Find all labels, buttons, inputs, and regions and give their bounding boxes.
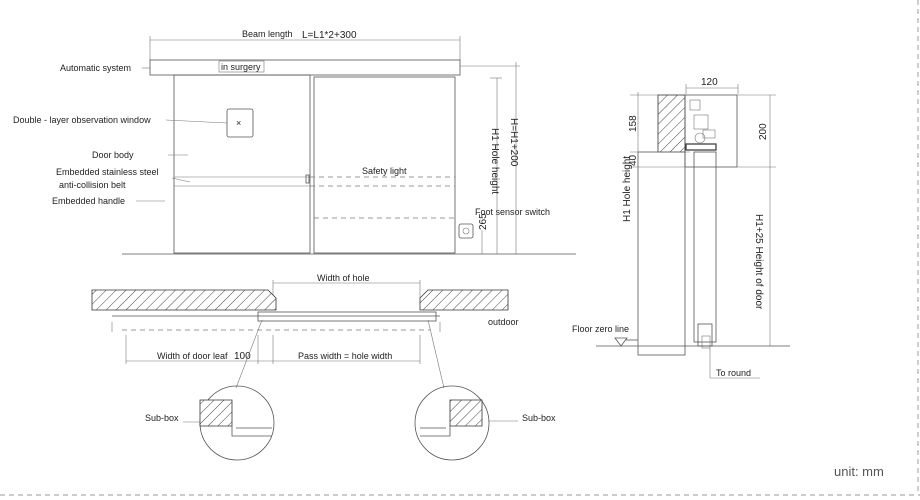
left-wall-section <box>91 289 277 311</box>
embedded-handle-label: Embedded handle <box>52 196 125 206</box>
sub-box-left-label: Sub-box <box>145 413 179 423</box>
side-section: 120 Floor zero line 158 40 H1 Hole heigh… <box>572 77 790 379</box>
dim-100-label: 100 <box>234 351 251 362</box>
automatic-system-label: Automatic system <box>60 63 131 73</box>
h1-hole-height-label: H1 Hole height <box>489 128 500 194</box>
in-surgery-sign <box>218 60 265 73</box>
dim-158-label: 158 <box>628 115 639 132</box>
foot-sensor-label: Foot sensor switch <box>475 207 550 217</box>
stainless-belt-label-1: Embedded stainless steel <box>56 167 159 177</box>
front-elevation: Beam length L=L1*2+300 in surgery × Safe… <box>13 29 576 255</box>
window-marker-icon: × <box>236 118 241 128</box>
floor-zero-line-label: Floor zero line <box>572 324 629 334</box>
safety-light-label: Safety light <box>362 166 407 176</box>
dim-265-label: 265 <box>478 213 489 230</box>
width-of-hole-label: Width of hole <box>317 273 370 283</box>
side-h1-hole-height-label: H1 Hole height <box>622 156 633 222</box>
right-wall-section <box>419 289 509 311</box>
door-body-label: Door body <box>92 150 134 160</box>
outdoor-label: outdoor <box>488 317 519 327</box>
side-housing <box>684 94 738 168</box>
beam-length-label: Beam length <box>242 29 293 39</box>
observation-window-label: Double - layer observation window <box>13 115 151 125</box>
right-door-leaf <box>313 76 456 254</box>
dim-120-label: 120 <box>701 77 718 88</box>
in-surgery-label: in surgery <box>221 62 261 72</box>
side-h1-plus-25-label: H1+25 Height of door <box>753 214 764 310</box>
foot-sensor-box <box>458 223 474 239</box>
beam-length-formula: L=L1*2+300 <box>302 30 357 41</box>
stainless-belt-label-2: anti-collision belt <box>59 180 126 190</box>
side-door-leaf <box>693 151 717 343</box>
pass-width-label: Pass width = hole width <box>298 351 392 361</box>
side-wall-top <box>657 94 686 153</box>
unit-label: unit: mm <box>834 464 884 479</box>
to-round-label: To round <box>716 368 751 378</box>
embedded-handle <box>305 174 310 184</box>
h-formula-label: H=H1+200 <box>508 118 519 167</box>
dim-200-label: 200 <box>758 123 769 140</box>
left-door-leaf <box>173 74 311 254</box>
width-of-door-leaf-label: Width of door leaf <box>157 351 228 361</box>
dim-40-label: 40 <box>628 154 639 166</box>
floor-zero-marker-icon <box>614 337 628 347</box>
side-wall-lower <box>637 151 686 356</box>
plan-door-leaf <box>257 311 437 322</box>
right-sub-box-detail <box>414 385 490 461</box>
foot-sensor-icon <box>462 227 470 235</box>
beam-housing <box>149 59 461 76</box>
sub-box-right-label: Sub-box <box>522 413 556 423</box>
plan-view: Width of hole outdoor Width of door leaf… <box>91 273 556 461</box>
